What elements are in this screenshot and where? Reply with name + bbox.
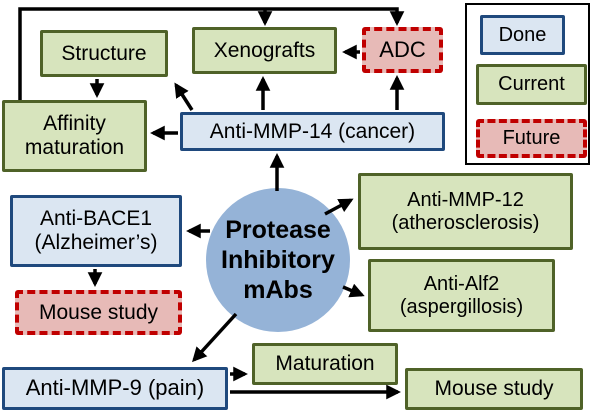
node-anti-mmp-9: Anti-MMP-9 (pain) [2, 367, 228, 410]
node-anti-mmp-12-label-line2: (atherosclerosis) [391, 211, 540, 234]
node-anti-bace1-label-line1: Anti-BACE1 [39, 207, 153, 231]
node-anti-alf2-label-line2: (aspergillosis) [399, 295, 524, 318]
node-mouse-study-future-label: Mouse study [38, 300, 159, 324]
arrow-mabs-to-alf2 [342, 283, 365, 298]
node-mouse-study-current-label: Mouse study [434, 377, 554, 401]
node-anti-mmp-14-label: Anti-MMP-14 (cancer) [209, 119, 416, 143]
node-anti-mmp-12: Anti-MMP-12 (atherosclerosis) [358, 173, 573, 250]
node-anti-alf2: Anti-Alf2 (aspergillosis) [368, 259, 555, 332]
node-anti-bace1: Anti-BACE1 (Alzheimer’s) [10, 195, 182, 267]
node-xenografts-label: Xenografts [213, 38, 316, 62]
node-adc-label: ADC [379, 36, 426, 62]
node-anti-mmp-12-label-line1: Anti-MMP-12 [407, 189, 524, 212]
legend-item-done: Done [480, 15, 565, 55]
node-affinity-maturation-label-line2: maturation [24, 136, 125, 159]
node-structure-label: Structure [61, 41, 147, 65]
node-anti-mmp-14: Anti-MMP-14 (cancer) [180, 112, 445, 151]
center-label-line1: Protease [225, 216, 331, 244]
node-anti-mmp-9-label: Anti-MMP-9 (pain) [25, 375, 205, 401]
node-anti-alf2-label-line1: Anti-Alf2 [423, 273, 500, 296]
center-label-line3: mAbs [243, 276, 313, 304]
node-anti-bace1-label-line2: (Alzheimer’s) [34, 231, 158, 254]
node-adc: ADC [362, 27, 443, 73]
node-maturation-label: Maturation [275, 352, 375, 376]
node-affinity-maturation-label-line1: Affinity [43, 112, 106, 136]
node-protease-inhibitory-mabs: Protease Inhibitory mAbs [206, 188, 350, 332]
legend-item-future: Future [476, 119, 587, 158]
node-mouse-study-future: Mouse study [15, 290, 182, 335]
arrow-mabs-to-mmp9 [192, 312, 238, 363]
legend-item-current: Current [476, 64, 587, 105]
legend-future-label: Future [502, 127, 561, 150]
legend-current-label: Current [498, 73, 565, 96]
arrow-mmp14-to-structure [174, 82, 194, 111]
center-label-line2: Inhibitory [221, 246, 335, 274]
node-affinity-maturation: Affinity maturation [2, 100, 147, 172]
legend: Done Current Future [465, 3, 590, 165]
node-mouse-study-current: Mouse study [405, 368, 583, 410]
node-maturation: Maturation [252, 343, 398, 385]
legend-done-label: Done [498, 23, 547, 46]
node-xenografts: Xenografts [192, 27, 337, 74]
node-structure: Structure [40, 30, 168, 77]
